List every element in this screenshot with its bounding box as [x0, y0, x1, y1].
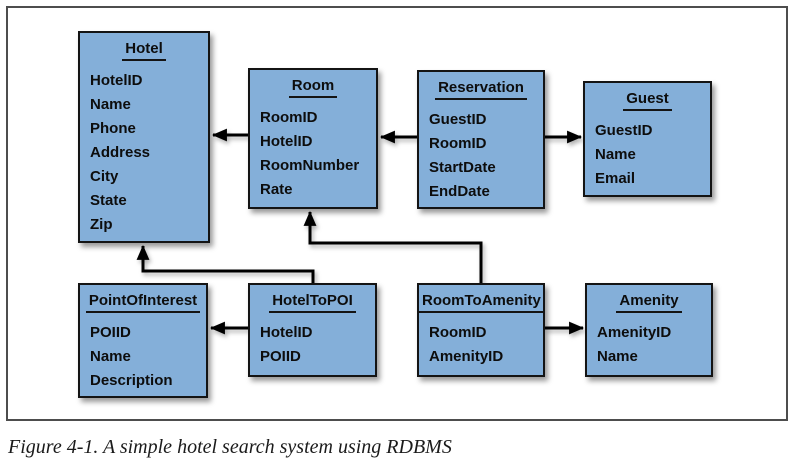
entity-field: POIID: [90, 324, 131, 341]
entity-field: RoomID: [260, 109, 318, 126]
entity-field: EndDate: [429, 183, 490, 200]
entity-reservation-title: Reservation: [419, 78, 543, 100]
entity-field: Name: [90, 96, 131, 113]
entity-pointofinterest: PointOfInterest POIID Name Description: [78, 283, 208, 398]
entity-field: AmenityID: [597, 324, 672, 341]
entity-guest: Guest GuestID Name Email: [583, 81, 712, 197]
entity-field: GuestID: [595, 122, 653, 139]
entity-field: POIID: [260, 348, 301, 365]
entity-room: Room RoomID HotelID RoomNumber Rate: [248, 68, 378, 209]
entity-field: AmenityID: [429, 348, 504, 365]
entity-field: RoomNumber: [260, 157, 360, 174]
entity-field: Address: [90, 144, 151, 161]
entity-field: RoomID: [429, 324, 487, 341]
entity-field: Description: [90, 372, 173, 389]
entity-amenity-title: Amenity: [587, 291, 711, 313]
entity-hoteltopoi: HotelToPOI HotelID POIID: [248, 283, 377, 377]
entity-field: Zip: [90, 216, 113, 233]
entity-field: HotelID: [260, 133, 313, 150]
figure-caption: Figure 4-1. A simple hotel search system…: [8, 436, 452, 458]
entity-field: RoomID: [429, 135, 487, 152]
entity-field: HotelID: [260, 324, 313, 341]
entity-hoteltopoi-title: HotelToPOI: [250, 291, 375, 313]
entity-guest-title: Guest: [585, 89, 710, 111]
entity-field: HotelID: [90, 72, 143, 89]
entity-field: Phone: [90, 120, 136, 137]
entity-hotel: Hotel HotelID Name Phone Address City St…: [78, 31, 210, 243]
entity-field: Name: [595, 146, 636, 163]
entity-roomtoamenity: RoomToAmenity RoomID AmenityID: [417, 283, 545, 377]
entity-field: Name: [597, 348, 638, 365]
entity-roomtoamenity-title: RoomToAmenity: [419, 291, 544, 313]
entity-field: State: [90, 192, 127, 209]
entity-field: Name: [90, 348, 131, 365]
entity-field: City: [90, 168, 119, 185]
entity-room-title: Room: [250, 76, 376, 98]
entity-reservation: Reservation GuestID RoomID StartDate End…: [417, 70, 545, 209]
entity-field: Rate: [260, 181, 293, 198]
entity-field: GuestID: [429, 111, 487, 128]
entity-field: StartDate: [429, 159, 496, 176]
entity-field: Email: [595, 170, 636, 187]
entity-amenity: Amenity AmenityID Name: [585, 283, 713, 377]
entity-hotel-title: Hotel: [80, 39, 208, 61]
entity-pointofinterest-title: PointOfInterest: [80, 291, 206, 313]
